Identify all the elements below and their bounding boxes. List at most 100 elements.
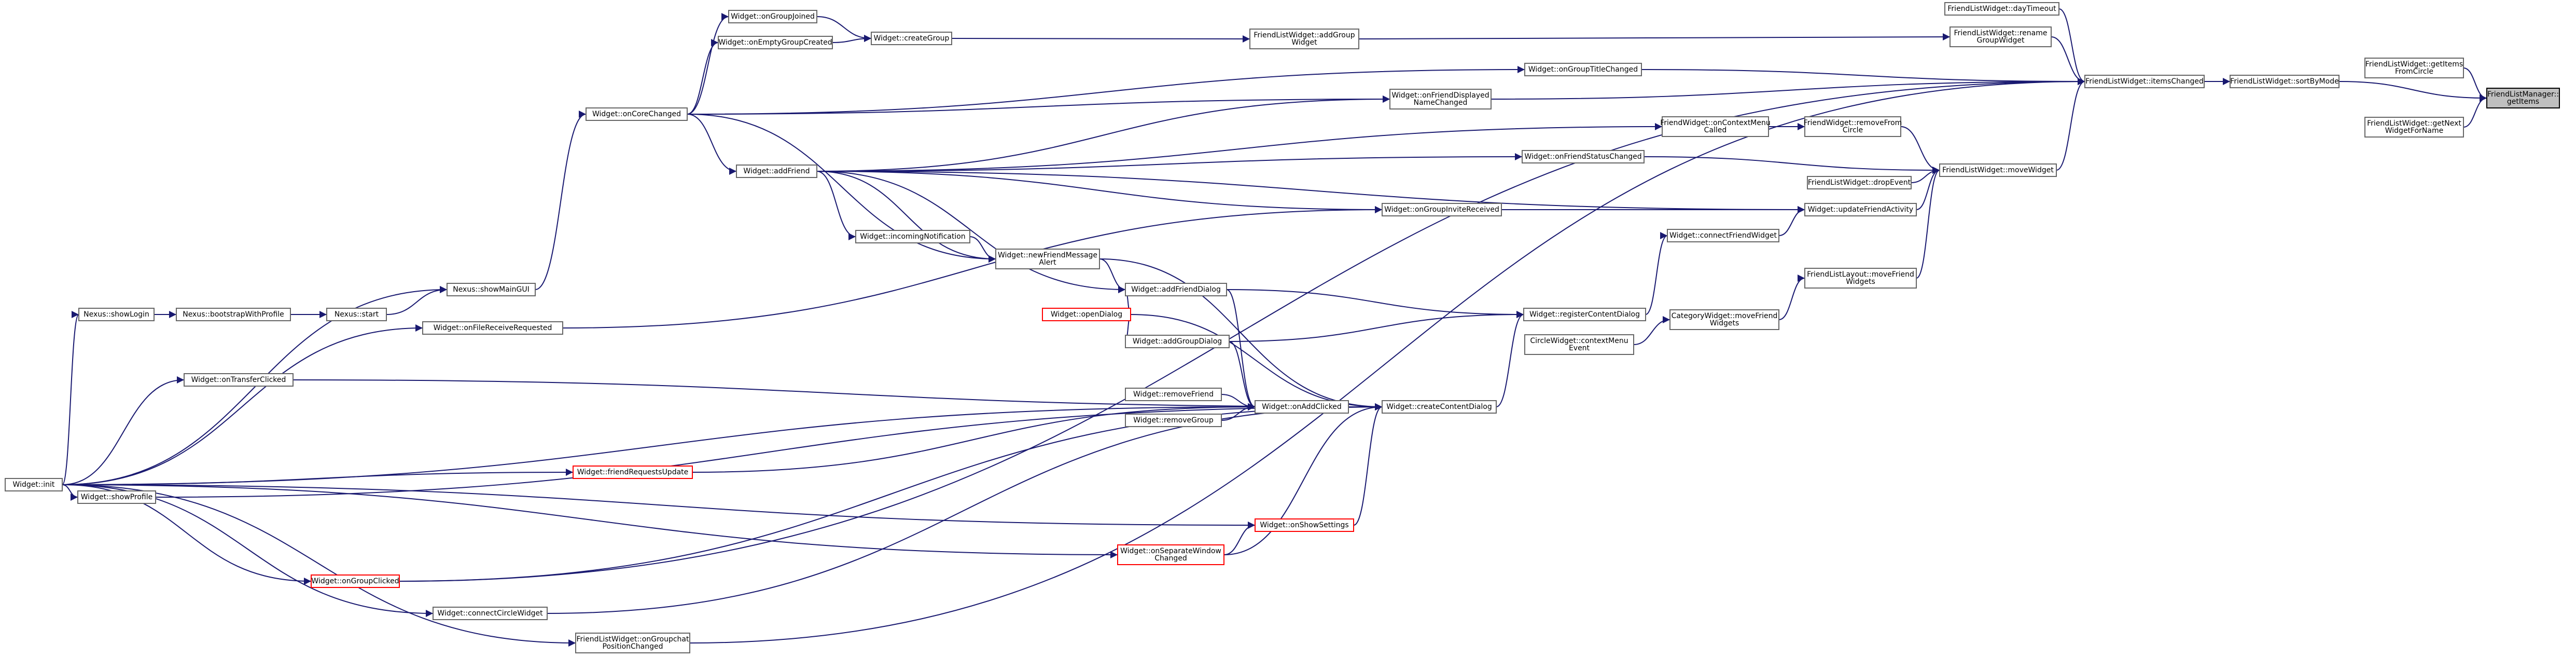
edge-fw-removefromcircle-to-flw-movewidget — [1900, 126, 1940, 174]
node-box — [1804, 203, 1917, 216]
node-flw-daytimeout[interactable]: FriendListWidget::dayTimeout — [1944, 2, 2059, 16]
node-w-onfilereceiverequested[interactable]: Widget::onFileReceiveRequested — [422, 321, 563, 335]
node-label: Widget::onShowSettings — [1260, 521, 1348, 529]
node-label: Widget::connectCircleWidget — [437, 609, 543, 618]
node-flw-sortbymode[interactable]: FriendListWidget::sortByMode — [2230, 75, 2340, 88]
node-box — [1804, 116, 1901, 137]
node-label: Widget::showProfile — [81, 493, 152, 501]
node-w-addfriend[interactable]: Widget::addFriend — [736, 165, 817, 178]
edge-w-addfriend-to-w-onfrienddisplayednamechanged — [816, 95, 1390, 172]
node-nx-bootstrapwithprofile[interactable]: Nexus::bootstrapWithProfile — [176, 308, 291, 321]
node-nx-showlogin[interactable]: Nexus::showLogin — [78, 308, 155, 321]
node-w-removegroup[interactable]: Widget::removeGroup — [1125, 414, 1222, 427]
node-label: Widget — [1291, 38, 1317, 47]
node-w-incomingnotification[interactable]: Widget::incomingNotification — [855, 230, 970, 243]
node-box — [995, 249, 1100, 269]
node-w-addfrienddialog[interactable]: Widget::addFriendDialog — [1125, 283, 1227, 296]
node-box — [1125, 414, 1222, 427]
edge-w-addfriend-to-fw-oncontextmenucalled — [816, 123, 1663, 172]
node-w-ongrouptitlechanged[interactable]: Widget::onGroupTitleChanged — [1524, 63, 1642, 76]
node-w-ongroupclicked[interactable]: Widget::onGroupClicked — [311, 574, 400, 588]
node-label: FriendListManager:: — [2487, 90, 2559, 99]
edge-w-onemptygroupcreated-to-w-creategroup — [832, 35, 872, 43]
edge-w-registercontentdialog-to-w-addgroupdialog — [1229, 311, 1524, 342]
node-label: FriendListWidget::itemsChanged — [2085, 77, 2204, 86]
edge-ciw-contextmenuevent-to-cw-movefriendwidgets — [1633, 316, 1670, 345]
edge-w-newfriendmessagealert-to-w-oncorechanged — [687, 114, 996, 263]
node-w-onfriendstatuschanged[interactable]: Widget::onFriendStatusChanged — [1522, 150, 1645, 163]
edge-w-createcontentdialog-to-w-onseparatewindowchanged — [1223, 403, 1383, 555]
node-w-connectfriendwidget[interactable]: Widget::connectFriendWidget — [1667, 229, 1779, 242]
node-w-creategroup[interactable]: Widget::createGroup — [871, 32, 952, 45]
node-box — [1125, 388, 1222, 401]
node-label: FriendListWidget::rename — [1954, 29, 2047, 37]
node-w-opendialog[interactable]: Widget::openDialog — [1042, 308, 1131, 321]
node-nx-start[interactable]: Nexus::start — [326, 308, 387, 321]
edge-flw-renamegroupwidget-to-flw-itemschanged — [2051, 36, 2085, 85]
edge-w-init-to-nx-showlogin — [62, 311, 79, 485]
node-w-ongroupinvitereceived[interactable]: Widget::onGroupInviteReceived — [1382, 203, 1502, 216]
node-flw-dropevent[interactable]: FriendListWidget::dropEvent — [1807, 176, 1912, 189]
edge-w-init-to-w-onshowsettings — [62, 484, 1256, 529]
node-nx-showmaingui[interactable]: Nexus::showMainGUI — [447, 283, 536, 296]
node-label: Widget::openDialog — [1051, 310, 1122, 319]
node-box — [184, 373, 294, 387]
node-label: Widget::addFriend — [743, 167, 810, 175]
node-w-friendrequestsupdate[interactable]: Widget::friendRequestsUpdate — [573, 466, 693, 479]
node-w-registercontentdialog[interactable]: Widget::registerContentDialog — [1523, 308, 1646, 321]
edge-flw-getnextwidgetforname-to-flm-getitems — [2463, 94, 2487, 128]
node-label: FromCircle — [2395, 67, 2433, 76]
node-box — [1522, 150, 1645, 163]
node-box — [736, 165, 817, 178]
node-label: Alert — [1039, 258, 1056, 267]
node-w-addgroupdialog[interactable]: Widget::addGroupDialog — [1125, 335, 1230, 348]
node-box — [1389, 89, 1492, 110]
edge-w-createcontentdialog-to-w-newfriendmessagealert — [1099, 258, 1383, 410]
node-box — [176, 308, 291, 321]
edge-w-onfrienddisplayednamechanged-to-flw-itemschanged — [1491, 78, 2085, 100]
edge-w-oncorechanged-to-w-onemptygroupcreated — [687, 39, 719, 115]
node-flm-getitems[interactable]: FriendListManager::getItems — [2486, 88, 2560, 108]
node-w-createcontentdialog[interactable]: Widget::createContentDialog — [1382, 400, 1497, 414]
node-w-onshowsettings[interactable]: Widget::onShowSettings — [1255, 518, 1354, 532]
edge-w-addfriend-to-w-oncorechanged — [687, 114, 737, 175]
node-w-updatefriendactivity[interactable]: Widget::updateFriendActivity — [1804, 203, 1917, 216]
node-box — [1125, 283, 1227, 296]
node-w-init[interactable]: Widget::init — [5, 478, 63, 491]
node-label: Widget::onEmptyGroupCreated — [718, 38, 832, 47]
edge-w-onaddclicked-to-w-addfrienddialog — [1226, 289, 1256, 410]
edge-flw-getitemsfromcircle-to-flm-getitems — [2463, 67, 2487, 102]
node-label: FriendListWidget::dropEvent — [1808, 179, 1911, 187]
node-w-oncorechanged[interactable]: Widget::onCoreChanged — [586, 107, 688, 121]
node-flw-itemschanged[interactable]: FriendListWidget::itemsChanged — [2084, 75, 2205, 88]
node-flw-movewidget[interactable]: FriendListWidget::moveWidget — [1939, 163, 2057, 177]
node-w-onemptygroupcreated[interactable]: Widget::onEmptyGroupCreated — [718, 36, 833, 49]
node-w-connectcirclewidget[interactable]: Widget::connectCircleWidget — [433, 607, 548, 620]
edge-w-createcontentdialog-to-w-ontransferclicked — [293, 379, 1383, 410]
node-w-ontransferclicked[interactable]: Widget::onTransferClicked — [184, 373, 294, 387]
node-label: Widget::onFriendDisplayed — [1391, 91, 1489, 100]
node-flw-ongroupchatpositionchanged[interactable]: FriendListWidget::onGroupchatPositionCha… — [575, 633, 690, 653]
edge-w-createcontentdialog-to-w-connectcirclewidget — [547, 403, 1383, 614]
node-box — [855, 230, 970, 243]
node-w-showprofile[interactable]: Widget::showProfile — [77, 490, 156, 504]
node-w-ongroupjoined[interactable]: Widget::onGroupJoined — [728, 10, 817, 23]
node-label: Called — [1704, 126, 1727, 134]
node-w-onaddclicked[interactable]: Widget::onAddClicked — [1255, 400, 1349, 414]
node-box — [1524, 63, 1642, 76]
node-label: Widget::createContentDialog — [1386, 403, 1492, 411]
node-w-removefriend[interactable]: Widget::removeFriend — [1125, 388, 1222, 401]
edge-w-onfriendstatuschanged-to-flw-movewidget — [1644, 156, 1940, 174]
